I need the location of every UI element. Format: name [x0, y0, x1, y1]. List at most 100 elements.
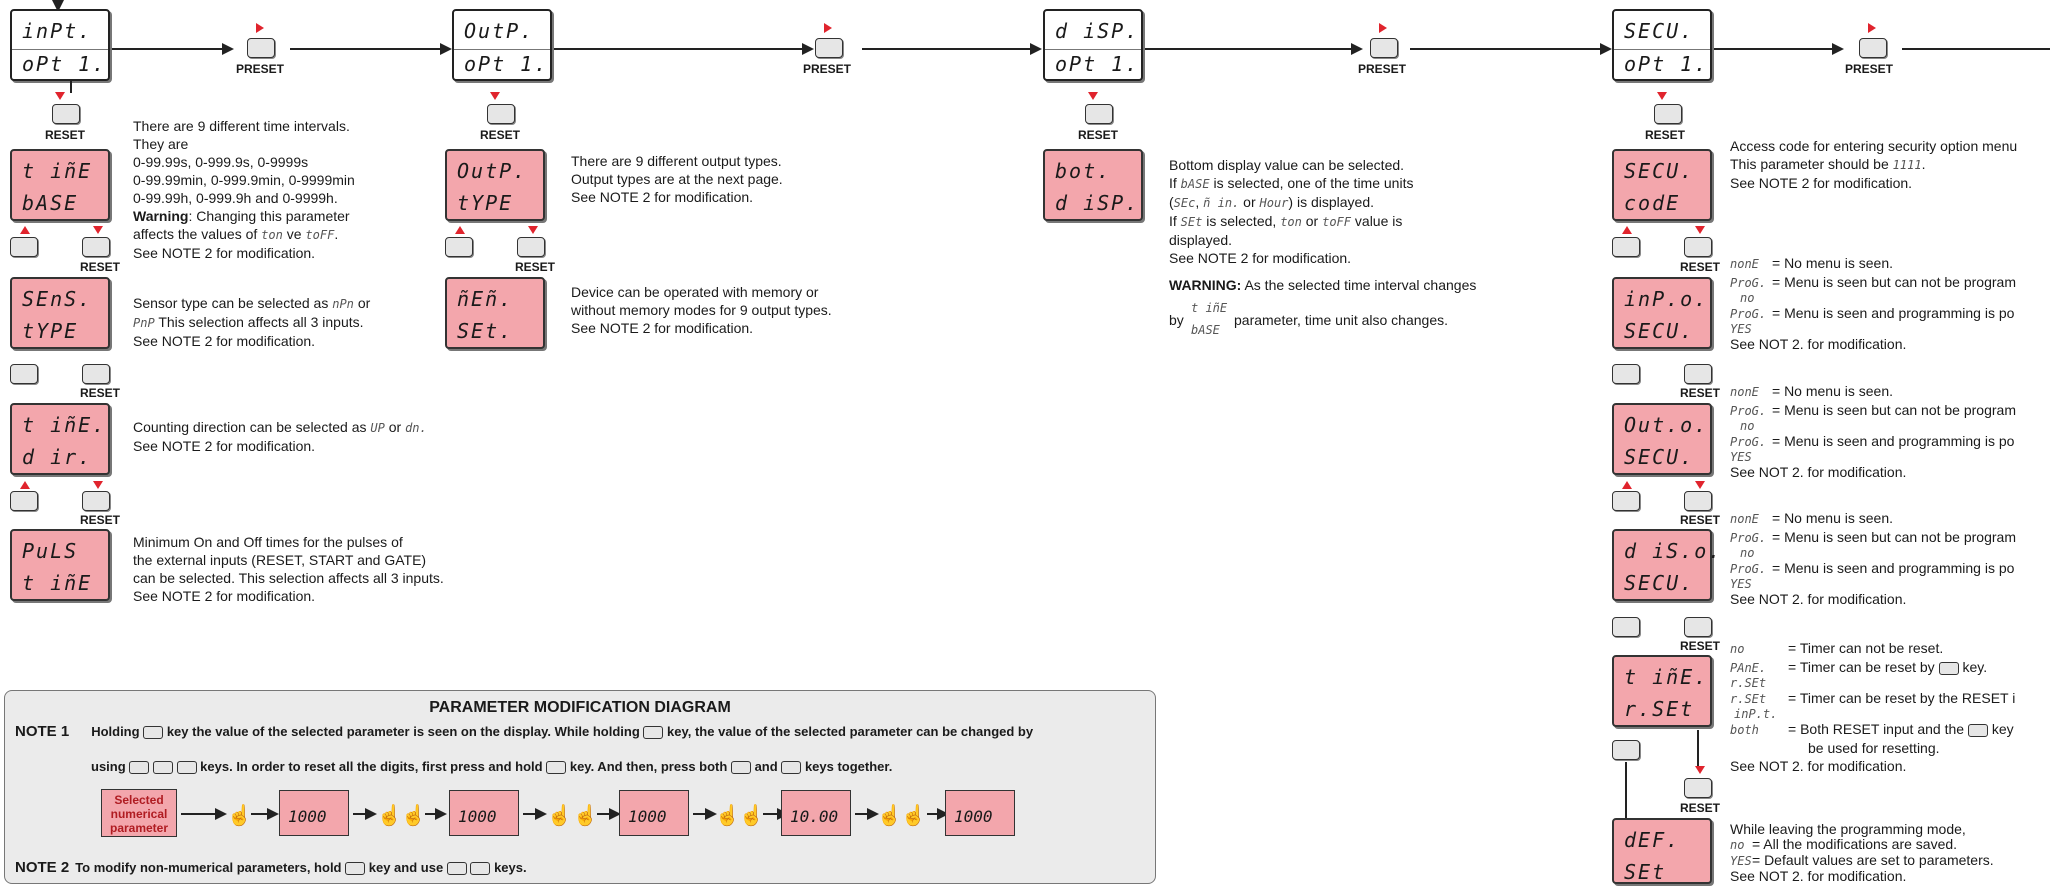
- text: = Both RESET input and the: [1788, 721, 1965, 737]
- text: = All the modifications are saved.: [1752, 836, 1958, 852]
- timer-reset-options: no= Timer can not be reset. PAnE.= Timer…: [1730, 639, 2015, 775]
- up-key[interactable]: [1612, 364, 1640, 384]
- arrow-up-icon: [20, 226, 30, 234]
- panel-title: PARAMETER MODIFICATION DIAGRAM: [429, 699, 731, 716]
- arrow-down-icon: [1695, 481, 1705, 489]
- up-key[interactable]: [1612, 617, 1640, 637]
- param-default-set: dEF. SEt: [1612, 818, 1712, 884]
- text: = Default values are set to parameters.: [1752, 852, 1994, 868]
- desc-line: See NOTE 2 for modification.: [133, 438, 316, 454]
- reset-label: RESET: [1078, 128, 1119, 142]
- desc-line: Minimum On and Off times for the pulses …: [133, 534, 403, 550]
- up-key[interactable]: [1612, 237, 1640, 257]
- lcd-line-1: d iS.o.: [1624, 539, 1723, 563]
- preset-label: PRESET: [1845, 62, 1894, 76]
- option-prog-yes: ProG.= Menu is seen and programming is p…: [1730, 304, 2016, 323]
- arrow-up-icon: [20, 481, 30, 489]
- lcd-line-2: r.SEt: [1624, 697, 1695, 721]
- segment-toff: toFF: [1322, 215, 1352, 229]
- lcd-line-2: SEt: [1624, 860, 1667, 884]
- reset-key-inline-icon: [546, 761, 567, 775]
- reset-key[interactable]: [1654, 104, 1682, 124]
- text: This parameter should be: [1730, 156, 1889, 172]
- up-key[interactable]: [1612, 740, 1640, 760]
- warning-text: As the selected time interval changes: [1244, 277, 1477, 293]
- text: = Timer can not be reset.: [1788, 640, 1944, 656]
- text: or: [357, 295, 371, 311]
- reset-key[interactable]: [52, 104, 80, 124]
- preset-label: PRESET: [1358, 62, 1407, 76]
- lcd-line-2: SEt.: [457, 319, 514, 343]
- lcd-line-2: SECU.: [1624, 571, 1695, 595]
- up-key[interactable]: [10, 237, 38, 257]
- text: = No menu is seen.: [1772, 255, 1894, 271]
- reset-key[interactable]: [1684, 364, 1712, 384]
- segment-code: ProG.: [1730, 307, 1767, 321]
- reset-key[interactable]: [517, 237, 545, 257]
- arrow-down-icon: [1695, 766, 1705, 774]
- arrow-right-icon: [1379, 23, 1387, 33]
- warning-line: Warning: Changing this parameter: [133, 207, 355, 225]
- arrow-down-icon: [1695, 226, 1705, 234]
- hand-press-icon: ☝: [573, 805, 598, 827]
- warning-text: : Changing this parameter: [188, 208, 350, 224]
- param-security-code: SECU. codE: [1612, 149, 1712, 221]
- up-key[interactable]: [10, 364, 38, 384]
- param-sensor-type: SEnS. tYPE: [10, 277, 110, 349]
- reset-label: RESET: [45, 128, 86, 142]
- arrow-right-icon: [824, 23, 832, 33]
- reset-key[interactable]: [82, 364, 110, 384]
- reset-key[interactable]: [82, 491, 110, 511]
- preset-key[interactable]: [247, 38, 275, 58]
- sequence-display-2: 1000: [449, 790, 519, 836]
- warning-label: Warning: [133, 208, 189, 224]
- desc-line: See NOT 2. for modification.: [1730, 868, 1907, 884]
- set-key-inline-icon: [643, 726, 664, 740]
- reset-key[interactable]: [1684, 237, 1712, 257]
- param-time-direction: t iñE. d ir.: [10, 403, 110, 475]
- reset-key[interactable]: [1684, 617, 1712, 637]
- segment-sub: r.SEt: [1730, 676, 1767, 690]
- lcd-line-1: OutP.: [464, 19, 535, 43]
- reset-key[interactable]: [1085, 104, 1113, 124]
- lcd-line-2: t iñE: [22, 571, 93, 595]
- desc-line: See NOTE 2 for modification.: [133, 245, 316, 261]
- reset-label: RESET: [1680, 386, 1721, 400]
- text: keys.: [494, 860, 527, 875]
- reset-key[interactable]: [1684, 491, 1712, 511]
- reset-key[interactable]: [487, 104, 515, 124]
- desc-line: See NOTE 2 for modification.: [133, 333, 316, 349]
- lcd-line-1: OutP.: [457, 159, 528, 183]
- segment-code: nonE: [1730, 385, 1759, 399]
- segment-sub: no: [1740, 291, 1755, 305]
- text: key and use: [368, 860, 444, 875]
- input-security-options: nonE= No menu is seen. ProG.= Menu is se…: [1730, 254, 2016, 353]
- up-key[interactable]: [10, 491, 38, 511]
- sensor-type-description: Sensor type can be selected as nPn or Pn…: [133, 294, 370, 350]
- segment-sub: YES: [1730, 322, 1752, 336]
- segment-up: UP: [370, 421, 385, 435]
- desc-line: the external inputs (RESET, START and GA…: [133, 552, 427, 568]
- preset-key[interactable]: [815, 38, 843, 58]
- text: value is: [1354, 213, 1403, 229]
- preset-key-inline-icon: [129, 761, 150, 775]
- text: = No menu is seen.: [1772, 383, 1894, 399]
- text: If: [1169, 213, 1177, 229]
- segment-code: ProG.: [1730, 404, 1767, 418]
- reset-label: RESET: [1680, 801, 1721, 815]
- up-key-inline-icon: [152, 761, 173, 775]
- reset-key[interactable]: [82, 237, 110, 257]
- segment-time: t iñE: [1191, 301, 1228, 315]
- param-timer-reset: t iñE. r.SEt: [1612, 655, 1712, 727]
- param-display-security: d iS.o. SECU.: [1612, 529, 1720, 601]
- up-key[interactable]: [445, 237, 473, 257]
- segment-sub: YES: [1730, 450, 1752, 464]
- reset-label: RESET: [80, 260, 121, 274]
- preset-key[interactable]: [1859, 38, 1887, 58]
- text: = Menu is seen and programming is po: [1772, 433, 2015, 449]
- up-key[interactable]: [1612, 491, 1640, 511]
- preset-key[interactable]: [1370, 38, 1398, 58]
- text: key, the value of the selected parameter…: [667, 724, 1034, 739]
- reset-key[interactable]: [1684, 778, 1712, 798]
- arrow-right-icon: [1868, 23, 1876, 33]
